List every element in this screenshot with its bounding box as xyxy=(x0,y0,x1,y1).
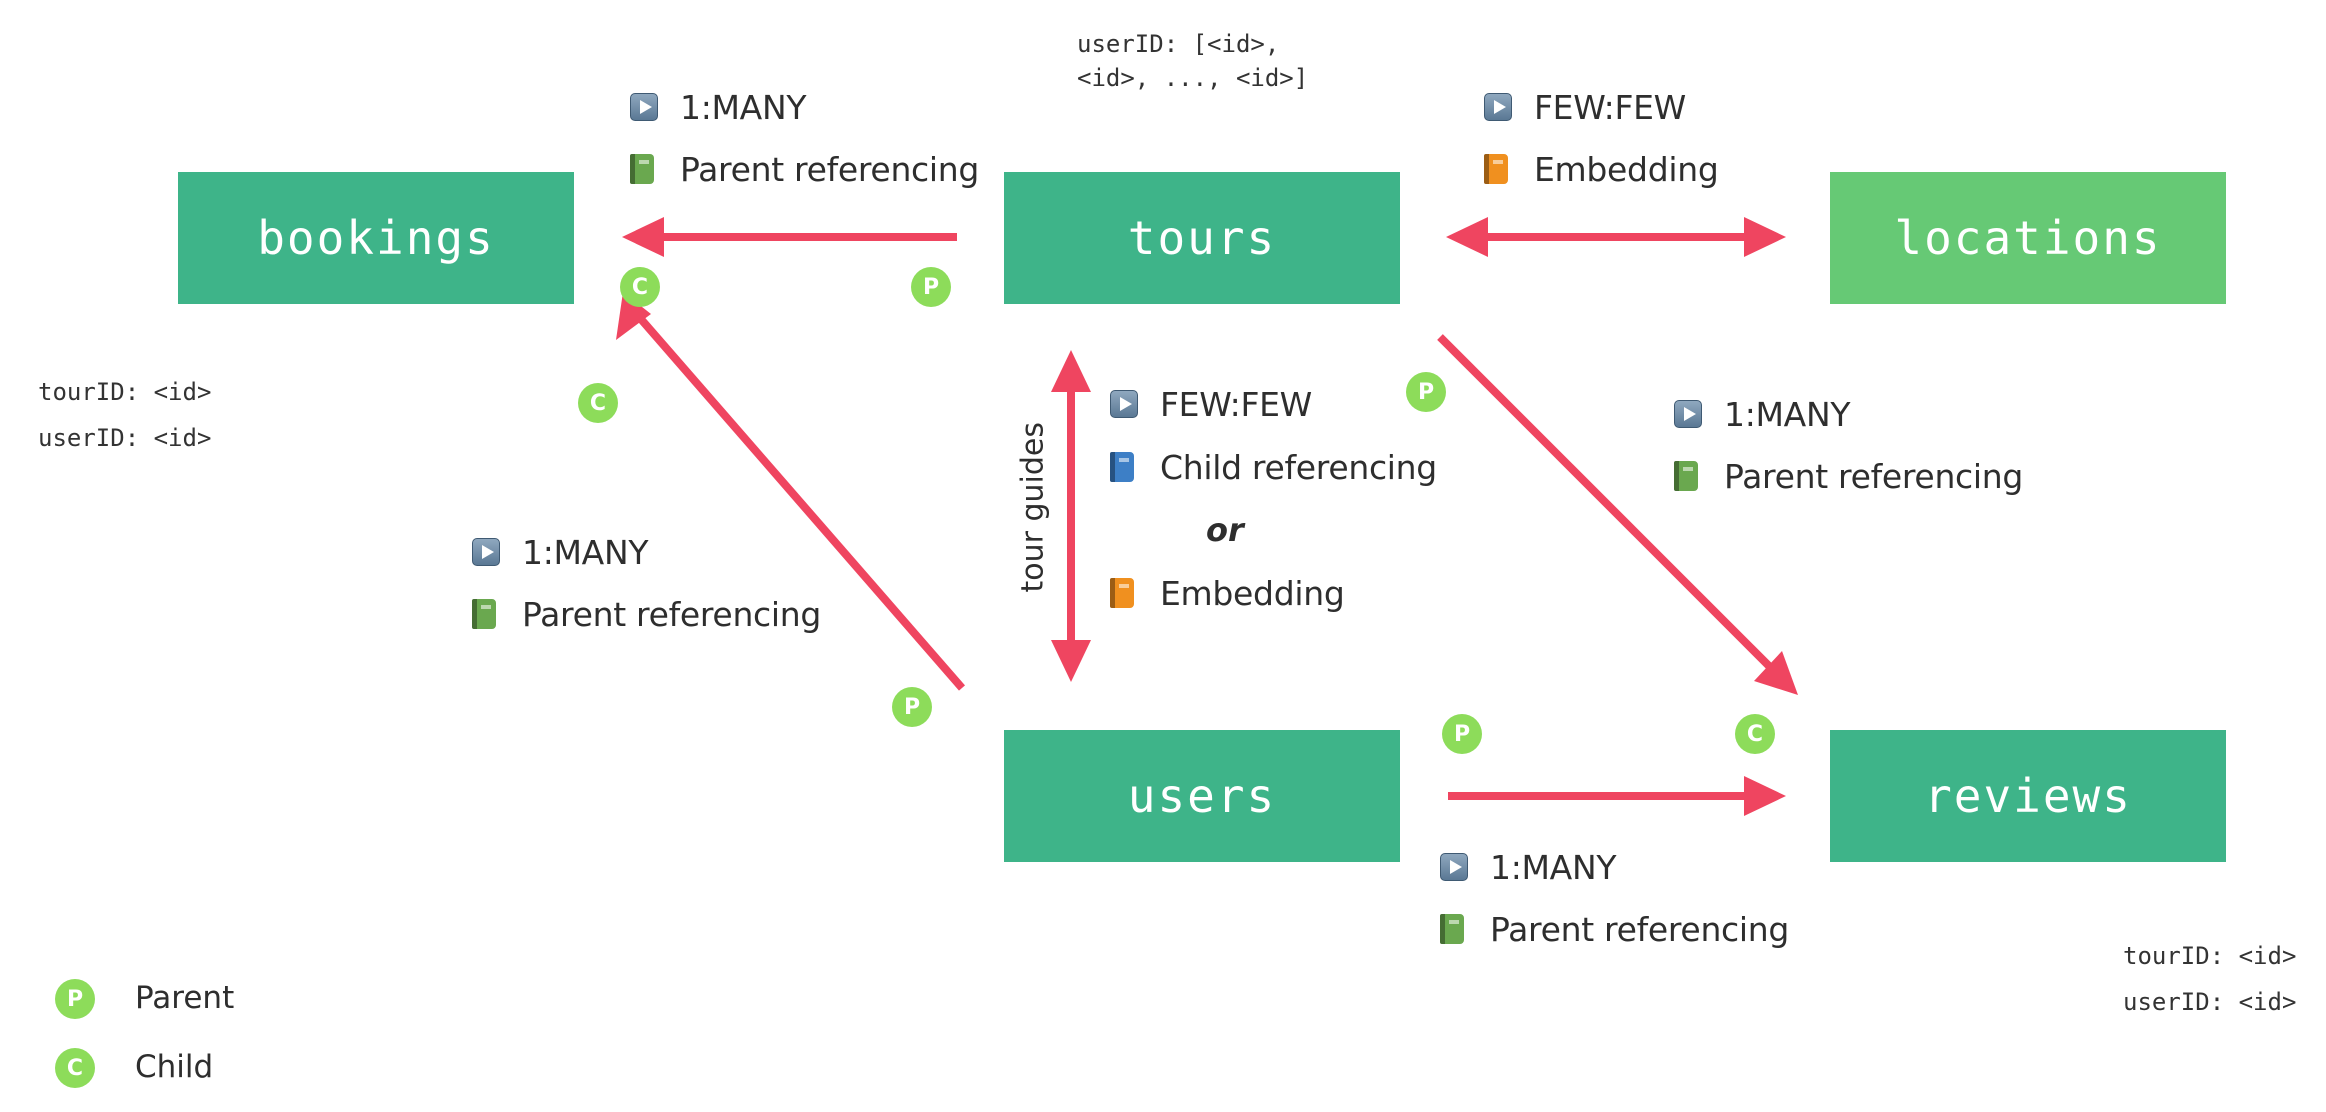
entity-users[interactable]: users xyxy=(1004,730,1400,862)
book-icon xyxy=(1674,461,1698,491)
child-badge: C xyxy=(620,267,660,307)
annotation-users-reviews: 1:MANY Parent referencing xyxy=(1440,847,1790,949)
relationship-method: Parent referencing xyxy=(1490,909,1790,949)
arrowhead-locations-right xyxy=(1744,217,1786,257)
relationship-type: FEW:FEW xyxy=(1160,384,1313,424)
legend-child-badge: C xyxy=(55,1048,95,1088)
reviews-field-tourid: tourID: <id> xyxy=(2123,942,2297,970)
arrow-tours-reviews xyxy=(1437,334,1773,670)
relationship-type: FEW:FEW xyxy=(1534,87,1687,127)
book-icon xyxy=(1110,452,1134,482)
book-icon xyxy=(1110,578,1134,608)
relationship-method: Embedding xyxy=(1534,149,1719,189)
legend-parent-label: Parent xyxy=(135,980,235,1016)
play-icon xyxy=(630,93,658,121)
relationship-type: 1:MANY xyxy=(680,87,807,127)
arrowhead-reviews-diag xyxy=(1754,651,1798,695)
annotation-tours-bookings: 1:MANY Parent referencing xyxy=(630,87,980,189)
entity-locations[interactable]: locations xyxy=(1830,172,2226,304)
legend-child-label: Child xyxy=(135,1049,214,1085)
play-icon xyxy=(1440,853,1468,881)
arrowhead-bookings-diag xyxy=(616,292,651,340)
parent-badge: P xyxy=(911,267,951,307)
relationship-type: 1:MANY xyxy=(1490,847,1617,887)
or-text: or xyxy=(1206,511,1244,549)
tours-field-line2: <id>, ..., <id>] xyxy=(1077,64,1309,92)
parent-badge: P xyxy=(892,687,932,727)
arrowhead-bookings xyxy=(622,217,664,257)
edge-label-tour-guides: tour guides xyxy=(1015,421,1051,593)
play-icon xyxy=(1674,400,1702,428)
parent-badge: P xyxy=(1406,372,1446,412)
entity-tours[interactable]: tours xyxy=(1004,172,1400,304)
relationship-method: Parent referencing xyxy=(522,594,822,634)
book-icon xyxy=(472,599,496,629)
relationship-method: Child referencing xyxy=(1160,447,1437,487)
entity-bookings[interactable]: bookings xyxy=(178,172,574,304)
annotation-tours-users: FEW:FEW Child referencing or Embedding xyxy=(1110,384,1437,613)
annotation-tours-locations: FEW:FEW Embedding xyxy=(1484,87,1719,189)
book-icon xyxy=(630,154,654,184)
play-icon xyxy=(1484,93,1512,121)
child-badge: C xyxy=(1735,714,1775,754)
relationship-type: 1:MANY xyxy=(1724,394,1851,434)
relationship-type: 1:MANY xyxy=(522,532,649,572)
annotation-users-bookings: 1:MANY Parent referencing xyxy=(472,532,822,634)
relationship-alt-method: Embedding xyxy=(1160,573,1345,613)
play-icon xyxy=(1110,390,1138,418)
book-icon xyxy=(1440,914,1464,944)
arrowhead-users-top xyxy=(1051,350,1091,392)
legend-parent-badge: P xyxy=(55,979,95,1019)
entity-reviews[interactable]: reviews xyxy=(1830,730,2226,862)
bookings-field-userid: userID: <id> xyxy=(38,424,212,452)
arrowhead-users-bottom xyxy=(1051,640,1091,682)
play-icon xyxy=(472,538,500,566)
annotation-tours-reviews: 1:MANY Parent referencing xyxy=(1674,394,2024,496)
relationship-method: Parent referencing xyxy=(680,149,980,189)
book-icon xyxy=(1484,154,1508,184)
parent-badge: P xyxy=(1442,714,1482,754)
reviews-field-userid: userID: <id> xyxy=(2123,988,2297,1016)
relationship-method: Parent referencing xyxy=(1724,456,2024,496)
arrowhead-locations-left xyxy=(1446,217,1488,257)
arrow-users-bookings xyxy=(636,315,966,691)
tours-field-line1: userID: [<id>, xyxy=(1077,30,1280,58)
child-badge: C xyxy=(578,383,618,423)
arrowhead-reviews xyxy=(1744,776,1786,816)
bookings-field-tourid: tourID: <id> xyxy=(38,378,212,406)
